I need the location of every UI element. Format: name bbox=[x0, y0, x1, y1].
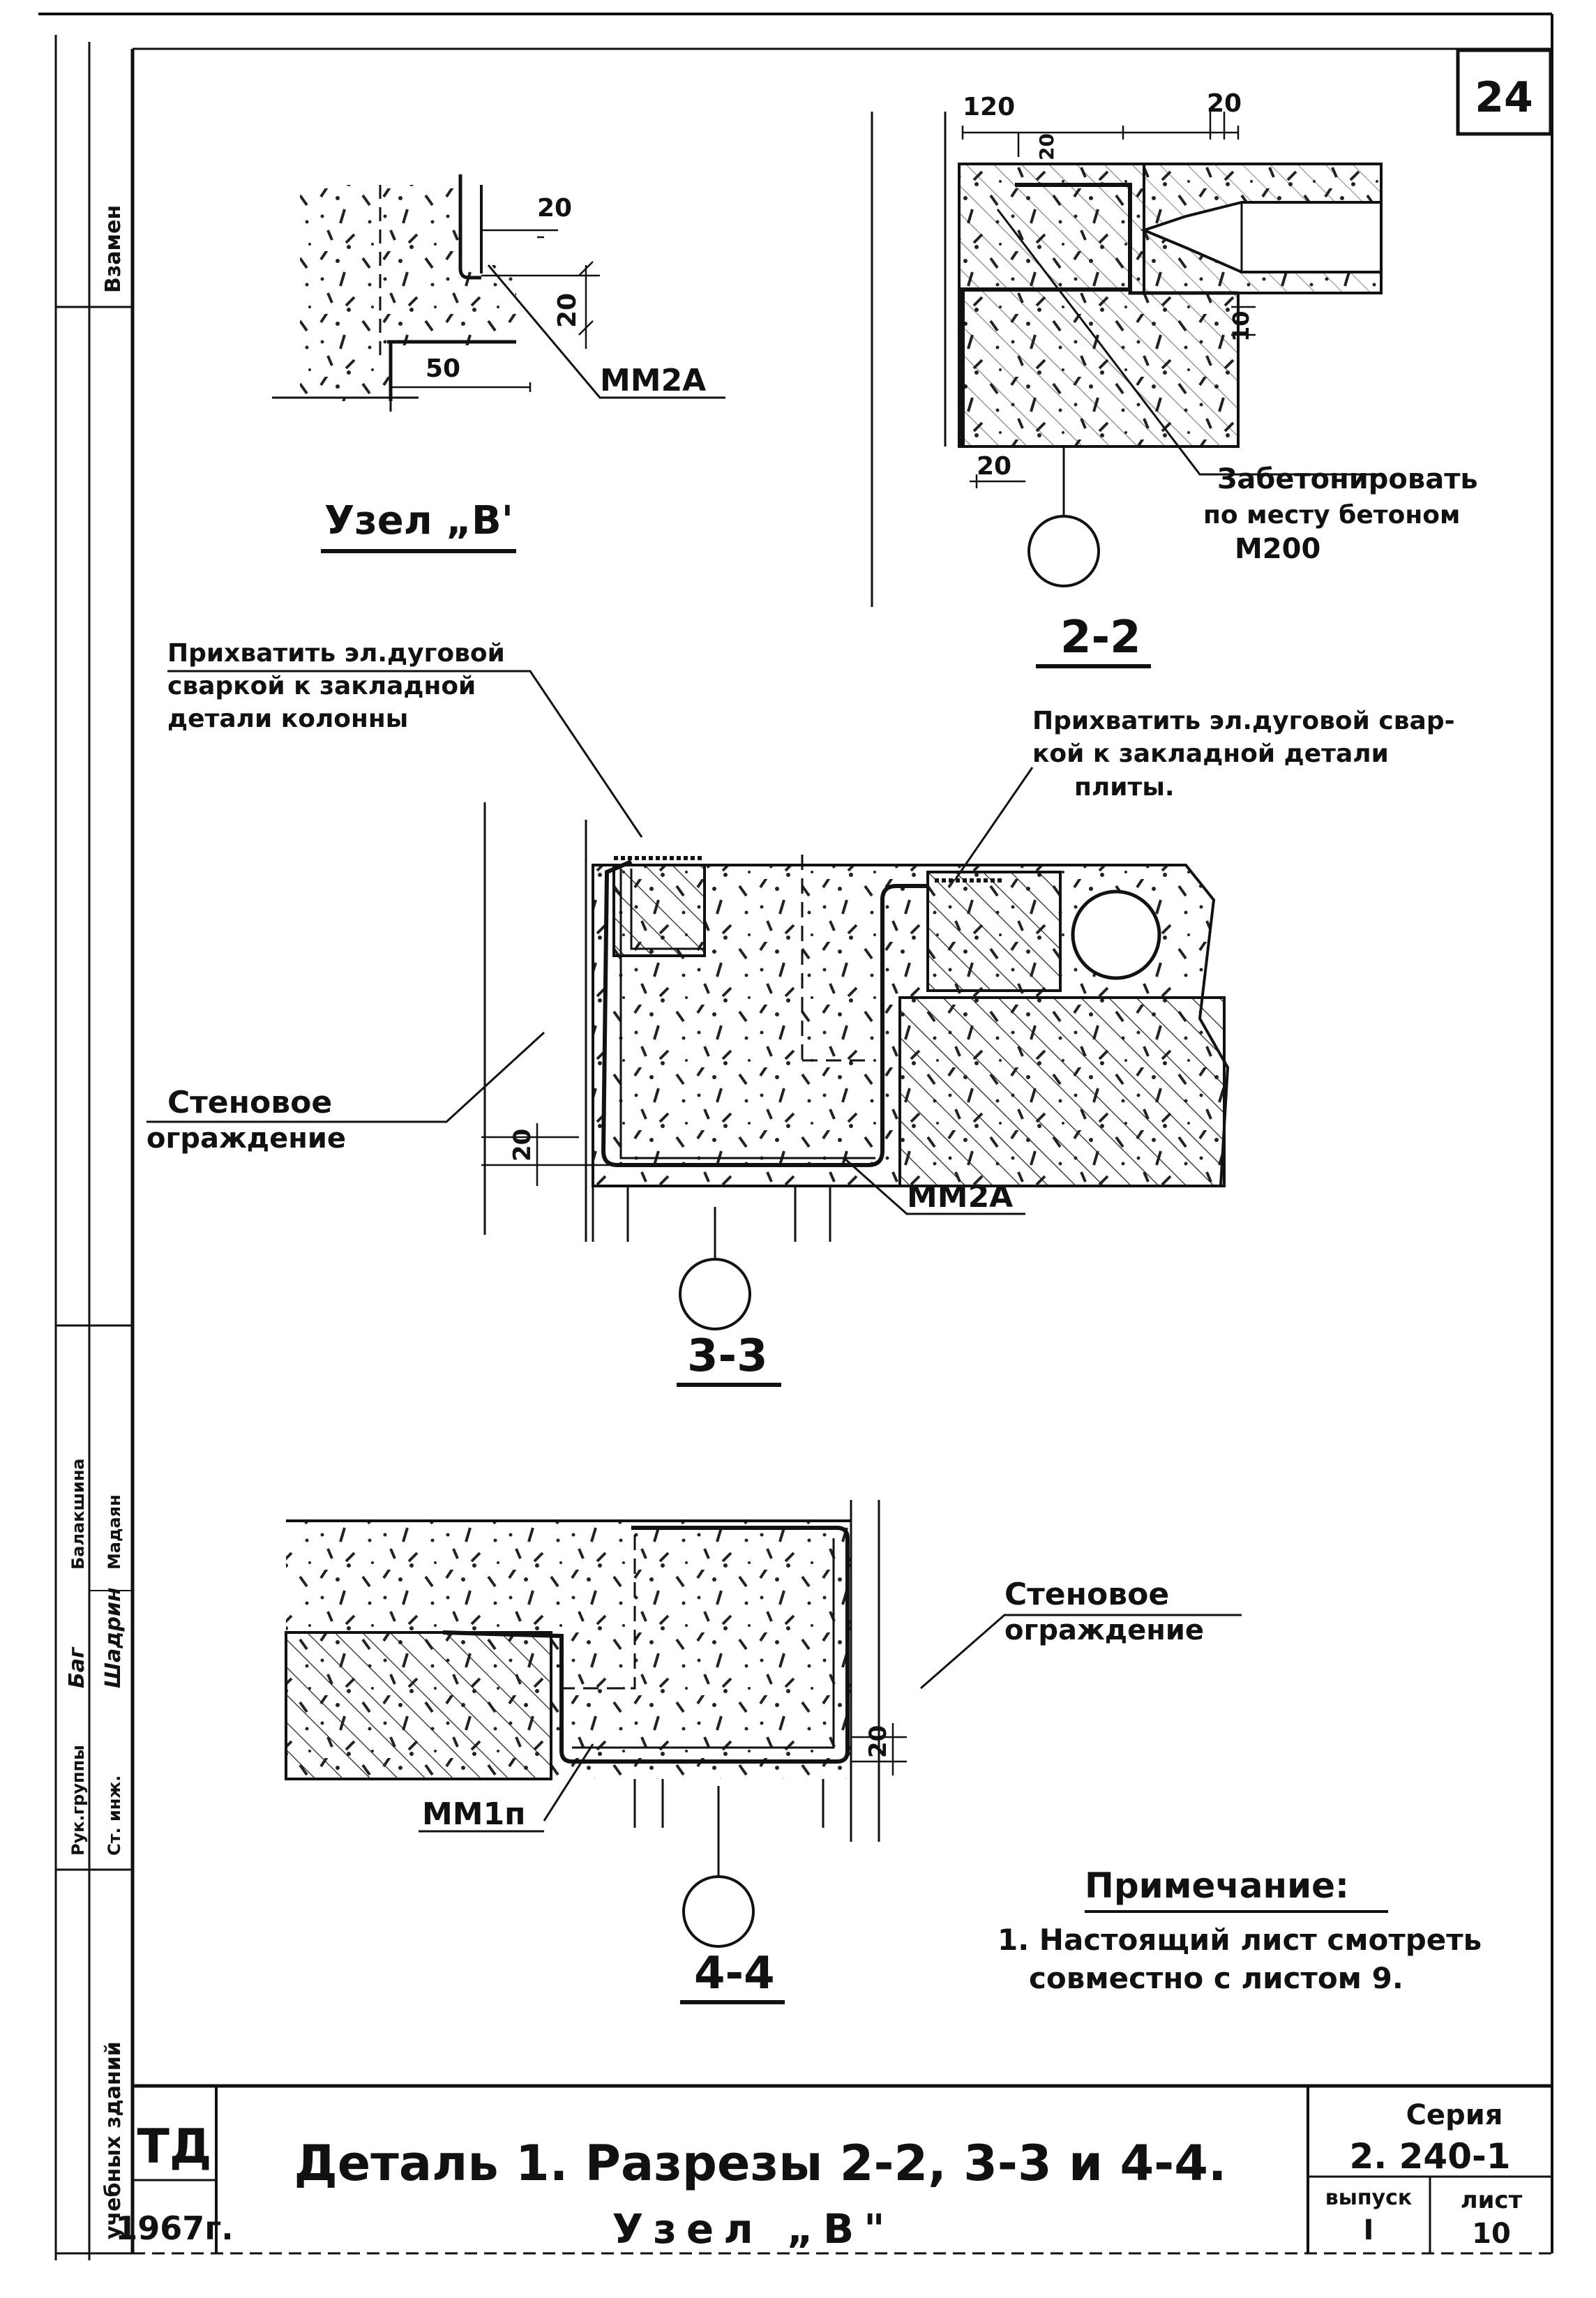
s22-dim-2: 20 bbox=[1207, 89, 1242, 118]
stamp-buildings: учебных зданий bbox=[101, 2041, 126, 2239]
s44-part-label: ММ1п bbox=[422, 1796, 526, 1832]
s22-dim-3: 20 bbox=[1035, 133, 1058, 160]
s33-note-right-3: плиты. bbox=[1074, 773, 1175, 802]
note-title: Примечание: bbox=[1085, 1865, 1349, 1906]
s44-wall-label-1: Стеновое bbox=[1004, 1577, 1169, 1612]
s22-note-line-2: по месту бетоном bbox=[1203, 501, 1460, 530]
s33-note-right-2: кой к закладной детали bbox=[1032, 739, 1389, 768]
stamp-group-head: Рук.группы bbox=[68, 1745, 88, 1856]
node-v-dim-3: 50 bbox=[426, 354, 460, 383]
s33-wall-label-2: ограждение bbox=[146, 1122, 346, 1155]
s44-dim-1: 20 bbox=[864, 1725, 892, 1758]
side-stamps: Взамен учебных зданий Рук.группы Ст. инж… bbox=[65, 205, 126, 2239]
s33-title: 3-3 bbox=[687, 1330, 768, 1382]
stamp-signature-2: Шадрин bbox=[101, 1587, 126, 1688]
stamp-name-2: Мадаян bbox=[105, 1494, 124, 1570]
s22-dim-4: 10 bbox=[1228, 310, 1254, 342]
s22-dim-1: 120 bbox=[963, 93, 1015, 121]
node-v-drawing: 20 20 50 ММ2А Узел „В' bbox=[272, 174, 725, 553]
stamp-vzamen: Взамен bbox=[101, 205, 126, 293]
section-2-2-drawing: 120 20 20 10 20 Забетонировать по месту … bbox=[871, 89, 1478, 668]
s44-title: 4-4 bbox=[694, 1948, 775, 1999]
s33-dim-1: 20 bbox=[509, 1129, 536, 1162]
list-label: лист bbox=[1461, 2186, 1523, 2214]
node-v-title: Узел „В' bbox=[324, 498, 513, 543]
s33-note-right-1: Прихватить эл.дуговой свар- bbox=[1032, 707, 1455, 735]
stamp-signature-1: Баг bbox=[65, 1646, 89, 1688]
s22-dim-5: 20 bbox=[977, 452, 1011, 481]
s44-wall-label-2: ограждение bbox=[1004, 1614, 1204, 1646]
s33-note-left-3: детали колонны bbox=[167, 705, 408, 733]
stamp-sen-eng: Ст. инж. bbox=[105, 1775, 124, 1856]
vypusk-value: I bbox=[1364, 2214, 1374, 2246]
s22-title: 2-2 bbox=[1060, 612, 1141, 663]
s33-wall-label-1: Стеновое bbox=[167, 1085, 332, 1120]
seria-value: 2. 240-1 bbox=[1349, 2136, 1510, 2177]
seria-label: Серия bbox=[1406, 2099, 1503, 2131]
note-line-1: 1. Настоящий лист смотреть bbox=[998, 1923, 1482, 1957]
stamp-name-1: Балакшина bbox=[68, 1458, 88, 1570]
sheet-frame bbox=[38, 13, 1553, 2260]
general-note: Примечание: 1. Настоящий лист смотреть с… bbox=[998, 1865, 1482, 1995]
s22-note-line-1: Забетонировать bbox=[1217, 463, 1478, 495]
s33-part-label: ММ2А bbox=[907, 1179, 1013, 1215]
s33-note-left-2: сваркой к закладной bbox=[167, 672, 476, 700]
s22-note-line-3: М200 bbox=[1235, 533, 1320, 565]
sheet-number-box: 24 bbox=[1456, 48, 1553, 136]
title-line-1: Деталь 1. Разрезы 2-2, 3-3 и 4-4. bbox=[294, 2135, 1226, 2192]
section-4-4-drawing: 20 ММ1п 4-4 Стеновое ограждение bbox=[285, 1500, 1242, 2004]
list-value: 10 bbox=[1472, 2218, 1511, 2250]
node-v-part-label: ММ2А bbox=[600, 363, 706, 398]
node-v-dim-1: 20 bbox=[537, 194, 572, 223]
s33-note-left-1: Прихватить эл.дуговой bbox=[167, 639, 505, 668]
vypusk-label: выпуск bbox=[1325, 2186, 1413, 2210]
title-org: ТД bbox=[137, 2119, 212, 2175]
title-block: ТД 1967г. Деталь 1. Разрезы 2-2, 3-3 и 4… bbox=[115, 2084, 1552, 2255]
title-line-2: Узел „В" bbox=[612, 2205, 895, 2253]
note-line-2: совместно с листом 9. bbox=[1029, 1961, 1403, 1995]
section-3-3-drawing: Прихватить эл.дуговой сваркой к закладно… bbox=[146, 639, 1455, 1387]
sheet-number: 24 bbox=[1475, 73, 1533, 122]
title-year: 1967г. bbox=[115, 2209, 234, 2247]
node-v-dim-2: 20 bbox=[553, 293, 582, 328]
